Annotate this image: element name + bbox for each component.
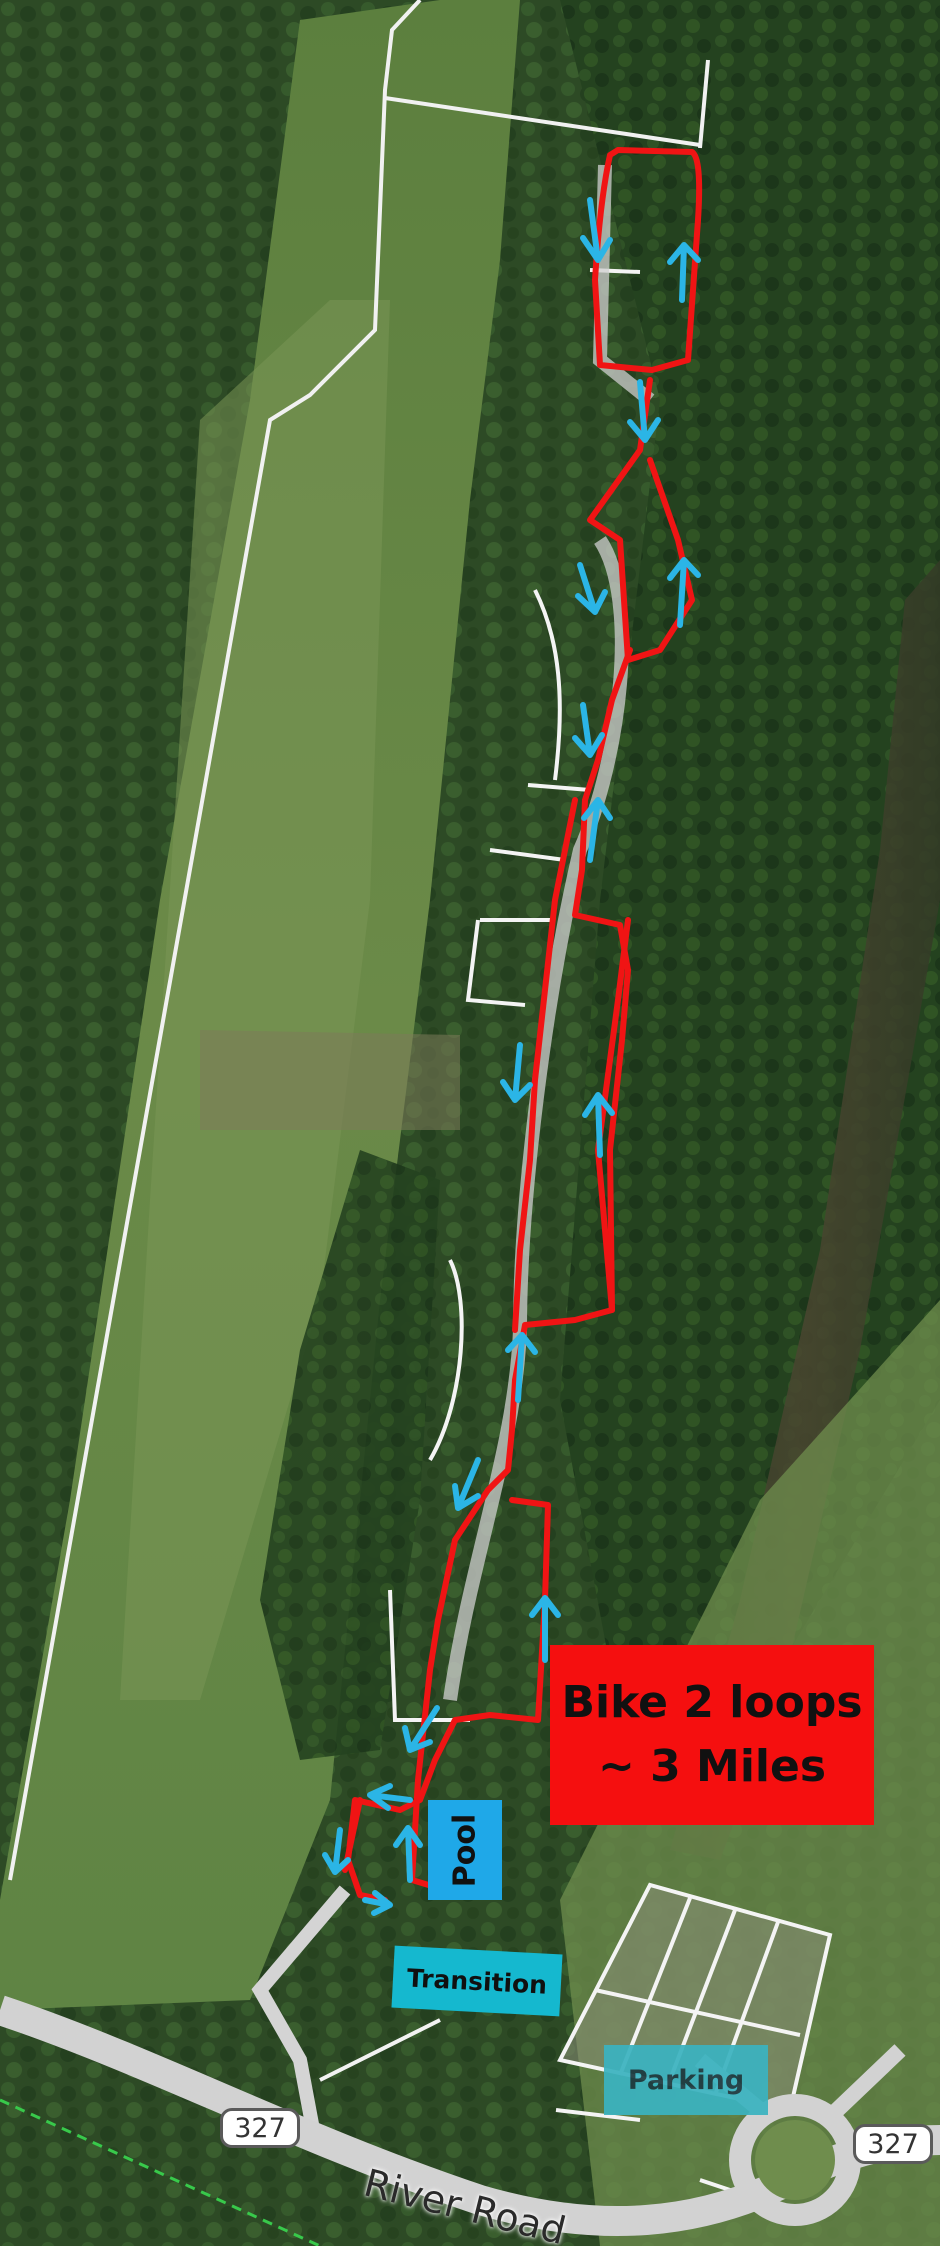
route-shield-right: 327 — [853, 2124, 933, 2164]
dirt-path — [200, 1030, 460, 1130]
pool-label-text: Pool — [447, 1813, 483, 1887]
parking-label-text: Parking — [627, 2064, 745, 2096]
transition-label-text: Transition — [406, 1962, 548, 2000]
roundabout — [729, 2094, 861, 2226]
bike-route — [342, 147, 703, 1903]
direction-arrows — [322, 197, 701, 1916]
dashed-trail — [0, 2098, 321, 2246]
access-road — [251, 1885, 351, 2142]
parking-label: Parking — [604, 2045, 768, 2115]
route-number: 327 — [867, 2128, 919, 2160]
tree-band — [260, 1150, 440, 1760]
callout-line-1: Bike 2 loops — [561, 1677, 863, 1728]
transition-label: Transition — [391, 1945, 563, 2017]
callout-line-2: ~ 3 Miles — [597, 1741, 827, 1792]
property-boundary — [8, 0, 422, 1881]
route-shield-left: 327 — [220, 2108, 300, 2148]
open-meadow — [120, 300, 390, 1700]
bike-loops-callout: Bike 2 loops ~ 3 Miles — [550, 1645, 874, 1825]
river-channel — [670, 560, 940, 1860]
pool-label: Pool — [428, 1800, 502, 1900]
boundary-top — [384, 96, 701, 147]
lot-lines — [388, 268, 641, 1722]
route-number: 327 — [234, 2112, 286, 2144]
